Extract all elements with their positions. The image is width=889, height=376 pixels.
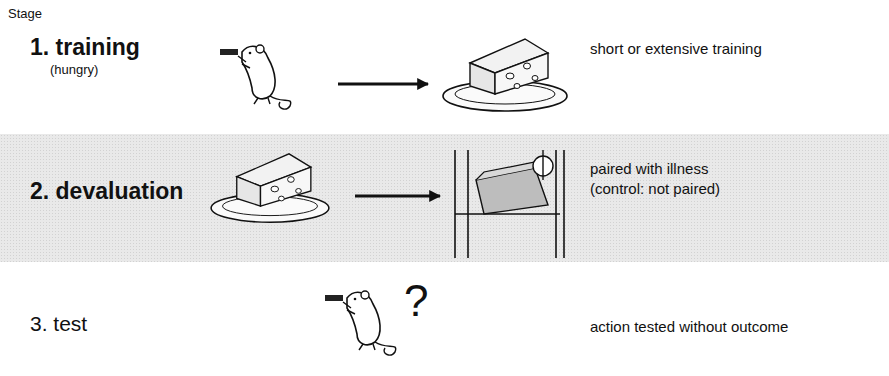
rat-training [220,45,291,109]
rat-test [325,291,396,355]
stage-note: (control: not paired) [590,180,720,197]
apparatus-rod [542,150,543,180]
stage-note: short or extensive training [590,40,762,57]
stage-heading: 3. test [30,312,87,336]
stage-band: 2. devaluation paired with illness (contro… [0,134,889,262]
stage-note: paired with illness [590,160,708,177]
cage-bar [454,150,456,258]
cage-bar [555,150,557,258]
arrow-devaluation [355,195,440,198]
cheese-training [443,39,567,111]
stage-note: (hungry) [50,62,98,77]
stage-note: action tested without outcome [590,318,788,335]
stage-heading: 2. devaluation [30,178,183,205]
question-mark: ? [404,276,428,326]
stage-note: Stage [8,6,42,21]
arrow-training [338,83,428,86]
stage-heading: 1. training [30,34,140,61]
cage-bar [563,150,565,258]
cage-bar [467,150,469,258]
cage-floor [455,213,560,215]
